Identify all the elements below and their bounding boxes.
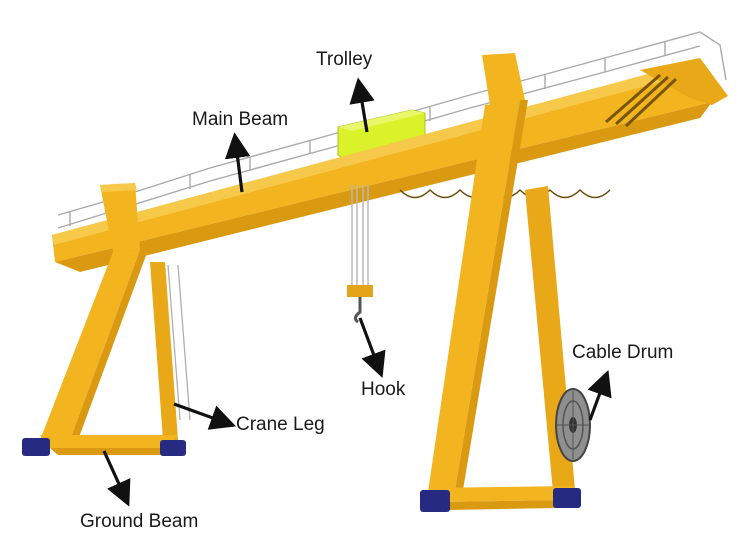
label-ground-beam: Ground Beam	[80, 511, 199, 532]
label-hook: Hook	[361, 379, 406, 400]
crane-wheels	[22, 438, 581, 512]
main-beam	[52, 58, 728, 272]
label-trolley: Trolley	[316, 49, 373, 70]
hook-assembly	[347, 185, 373, 324]
label-main-beam: Main Beam	[192, 109, 289, 130]
arrow-trolley	[349, 77, 375, 133]
arrow-main-beam	[224, 132, 251, 193]
arrow-ground-beam	[102, 450, 131, 507]
label-crane-leg: Crane Leg	[236, 414, 325, 435]
arrow-crane-leg	[173, 402, 237, 430]
label-arrows	[102, 77, 612, 507]
cable-drum	[555, 388, 591, 462]
left-leg-assembly	[40, 183, 191, 455]
arrow-cable-drum	[587, 369, 612, 421]
arrow-hook	[358, 317, 386, 378]
label-cable-drum: Cable Drum	[572, 342, 674, 363]
